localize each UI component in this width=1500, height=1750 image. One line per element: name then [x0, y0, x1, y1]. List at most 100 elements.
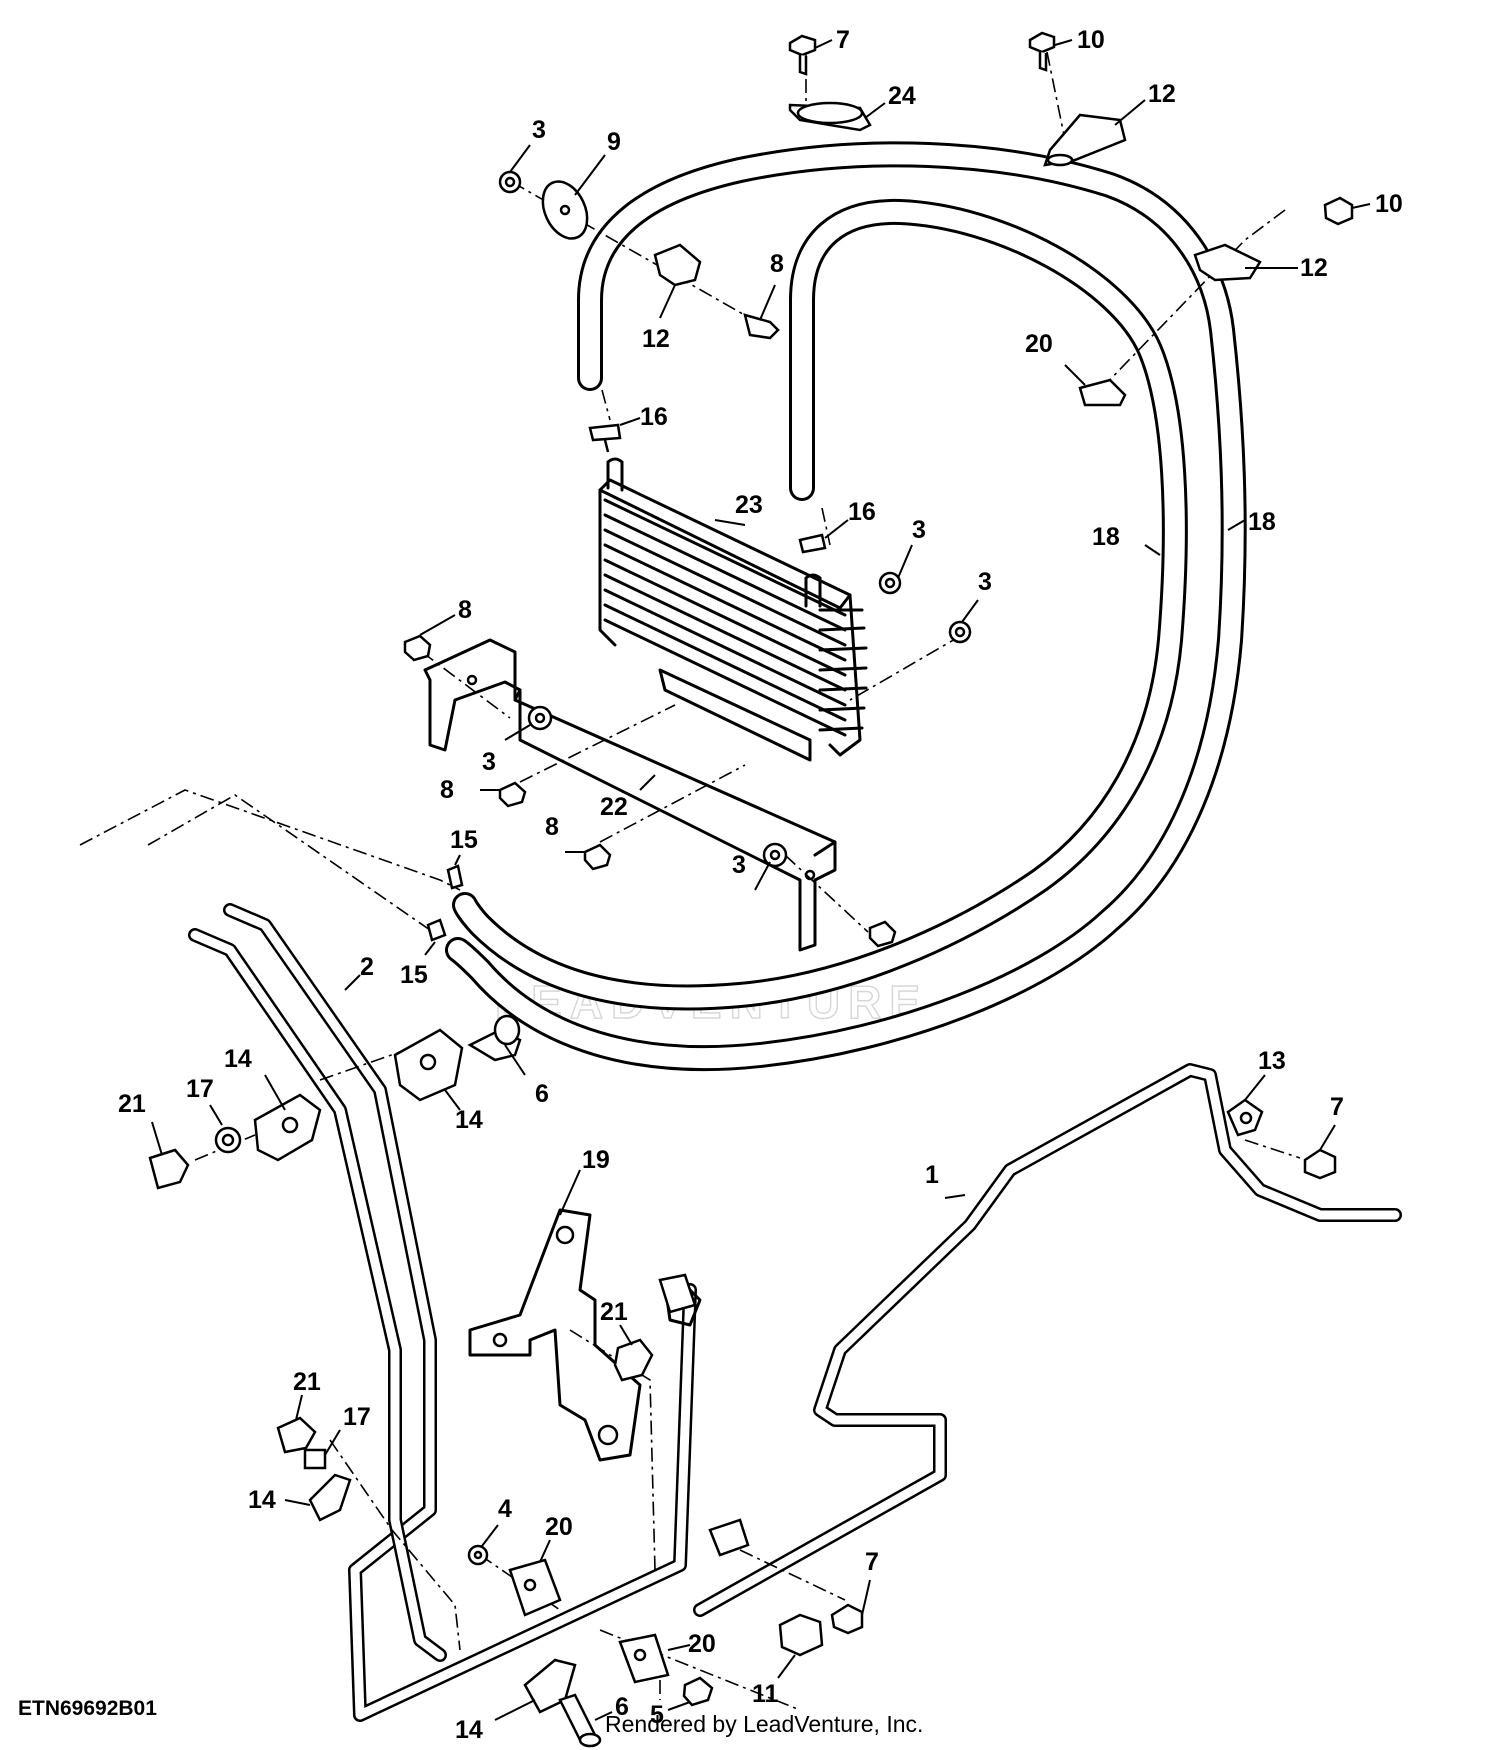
bolt-icon[interactable]	[830, 1603, 864, 1635]
bolt-icon[interactable]	[1303, 1148, 1337, 1180]
bolt-icon[interactable]	[1323, 196, 1354, 226]
tube-clamp-icon[interactable]	[393, 1028, 464, 1102]
bolt-icon[interactable]	[467, 1014, 522, 1062]
callout-label: 10	[1077, 26, 1105, 54]
callout-label: 18	[1248, 508, 1276, 536]
callout-label: 2	[360, 953, 374, 981]
callout-label: 3	[732, 851, 746, 879]
callout-label: 11	[752, 1680, 779, 1708]
clip-nut-icon[interactable]	[613, 1338, 654, 1382]
callout-label: 19	[582, 1146, 610, 1174]
nut-icon[interactable]	[214, 1126, 242, 1154]
callout-label: 10	[1375, 190, 1403, 218]
hose-clamp-icon[interactable]	[1078, 378, 1127, 407]
callouts: 7 10 24 12 3 9 10 12 8 12 20 16 23 16 3 …	[118, 26, 1403, 1744]
callout-label: 8	[545, 813, 559, 841]
callout-label: 20	[688, 1630, 716, 1658]
cooler-mounting-bracket[interactable]	[423, 638, 837, 952]
callout-label: 8	[458, 596, 472, 624]
callout-label: 3	[482, 748, 496, 776]
callout-label: 7	[836, 26, 850, 54]
bolt-icon[interactable]	[1028, 31, 1056, 72]
callout-label: 5	[650, 1701, 664, 1729]
fitting-icon[interactable]	[426, 918, 447, 942]
callout-label: 6	[535, 1080, 549, 1108]
fitting-icon[interactable]	[658, 1273, 697, 1314]
callout-label: 20	[1025, 330, 1053, 358]
callout-label: 15	[400, 961, 428, 989]
callout-label: 17	[186, 1075, 214, 1103]
callout-label: 17	[343, 1403, 371, 1431]
callout-label: 1	[925, 1161, 939, 1189]
tube-support-bracket[interactable]	[468, 1208, 642, 1462]
clip-nut-icon[interactable]	[276, 1416, 317, 1454]
callout-label: 15	[450, 826, 478, 854]
callout-label: 4	[498, 1495, 512, 1523]
bolt-icon[interactable]	[682, 1676, 714, 1707]
callout-label: 20	[545, 1513, 573, 1541]
bolt-icon[interactable]	[868, 920, 897, 948]
bolt-icon[interactable]	[778, 1613, 824, 1657]
bolt-icon[interactable]	[743, 313, 780, 340]
callout-label: 12	[1148, 80, 1176, 108]
nut-icon[interactable]	[948, 620, 972, 644]
tube-clamp-icon[interactable]	[618, 1633, 670, 1684]
callout-label: 7	[1330, 1093, 1344, 1121]
hardware-parts	[148, 31, 1354, 1748]
nut-icon[interactable]	[762, 842, 788, 868]
callout-label: 8	[770, 250, 784, 278]
tube-clamp-icon[interactable]	[1226, 1098, 1264, 1137]
callout-label: 14	[248, 1486, 276, 1514]
oil-cooler[interactable]	[598, 457, 868, 762]
cooler-hose-inner[interactable]	[452, 198, 1188, 1011]
callout-label: 24	[888, 82, 916, 110]
hose-clamp-icon[interactable]	[1043, 113, 1127, 167]
callout-label: 7	[865, 1548, 879, 1576]
callout-label: 3	[978, 568, 992, 596]
hydraulic-tube-2[interactable]	[188, 903, 702, 1722]
bolt-icon[interactable]	[788, 34, 817, 76]
bolt-icon[interactable]	[498, 781, 527, 808]
callout-label: 9	[607, 128, 621, 156]
callout-label: 16	[640, 403, 668, 431]
clip-nut-icon[interactable]	[148, 1148, 190, 1190]
callout-label: 12	[642, 325, 670, 353]
nut-icon[interactable]	[878, 571, 902, 595]
callout-label: 21	[118, 1090, 146, 1118]
washer-icon[interactable]	[534, 174, 596, 245]
hose-clamp-icon[interactable]	[588, 423, 622, 453]
hose-clamp-icon[interactable]	[653, 243, 702, 287]
hydraulic-tube-1[interactable]	[693, 1063, 1402, 1617]
tube-clamp-icon[interactable]	[708, 1518, 750, 1557]
callout-label: 14	[455, 1716, 483, 1744]
bolt-icon[interactable]	[403, 634, 432, 662]
nut-icon[interactable]	[527, 705, 553, 731]
callout-label: 21	[600, 1298, 628, 1326]
callout-label: 12	[1300, 254, 1328, 282]
cooler-hose-outer[interactable]	[445, 141, 1247, 1072]
nut-icon[interactable]	[498, 170, 522, 194]
hose-clamp-icon[interactable]	[1193, 243, 1262, 282]
diagram-id-label: ETN69692B01	[18, 1697, 157, 1720]
callout-label: 16	[848, 498, 876, 526]
hose-clamp-icon[interactable]	[798, 533, 827, 554]
callout-label: 18	[1092, 523, 1120, 551]
fitting-icon[interactable]	[446, 864, 464, 890]
hose-clamp-icon[interactable]	[788, 101, 872, 132]
callout-label: 23	[735, 491, 763, 519]
bolt-icon[interactable]	[558, 1693, 602, 1748]
callout-label: 8	[440, 776, 454, 804]
bolt-icon[interactable]	[583, 843, 612, 871]
callout-label: 14	[224, 1045, 252, 1073]
tube-clamp-icon[interactable]	[508, 1558, 562, 1617]
callout-label: 3	[912, 516, 926, 544]
tube-clamp-icon[interactable]	[253, 1093, 322, 1162]
callout-label: 21	[293, 1368, 321, 1396]
callout-label: 14	[455, 1106, 483, 1134]
spacer-icon[interactable]	[303, 1448, 327, 1470]
render-credit: Rendered by LeadVenture, Inc.	[605, 1711, 924, 1737]
nut-icon[interactable]	[467, 1544, 489, 1566]
callout-label: 13	[1258, 1047, 1286, 1075]
tube-clamp-icon[interactable]	[308, 1473, 352, 1522]
